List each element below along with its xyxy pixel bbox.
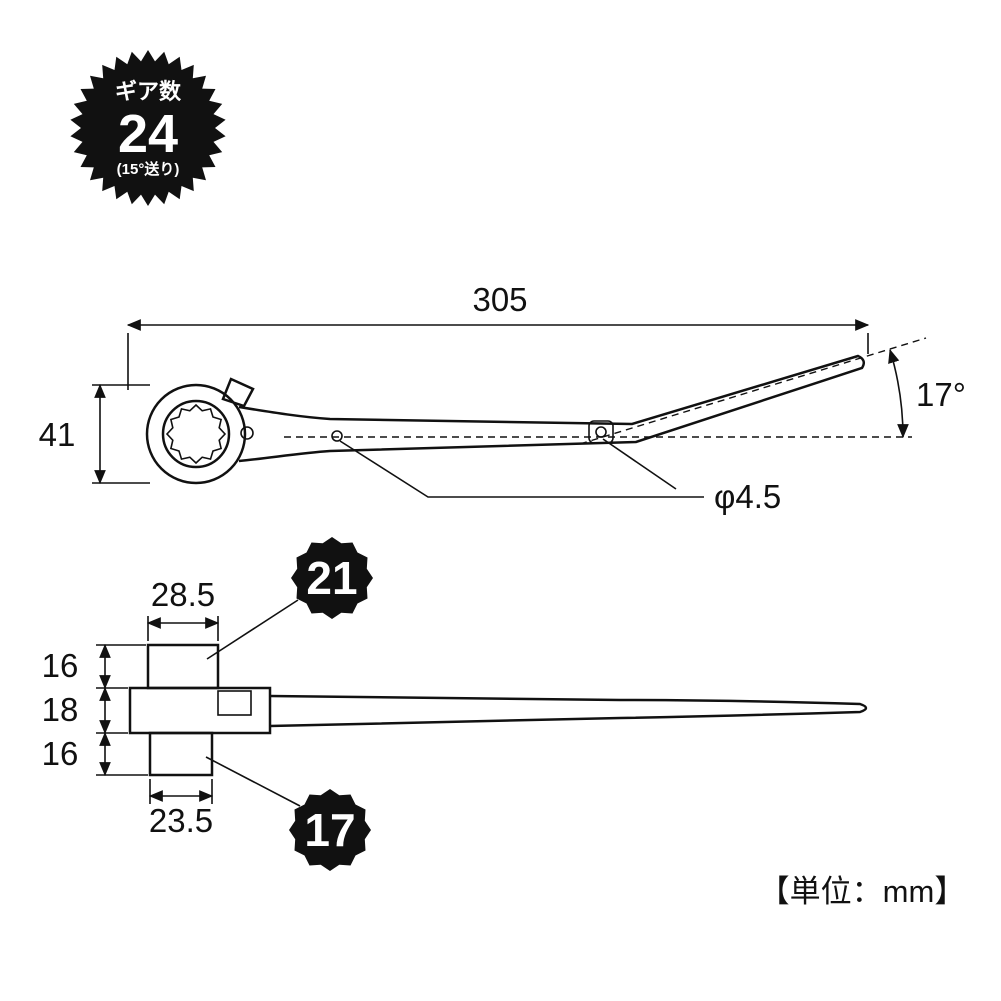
side-view: 17° 305 41 φ4.5 [39,281,966,515]
front-view: 28.5 23.5 16 18 16 21 [42,537,868,871]
dimension-height-stack: 16 18 16 [42,643,148,777]
top-socket [146,643,220,690]
angle-value: 17° [916,376,966,413]
middle-height-value: 18 [42,691,79,728]
top-socket-width-value: 28.5 [151,576,215,613]
dimension-height-41: 41 [39,383,150,485]
handle-outline-front [269,694,868,728]
centerline-angled [579,337,927,445]
dimension-length-305: 305 [126,281,870,390]
units-note: 【単位：mm】 [759,874,966,909]
handle-hole-2 [595,426,607,438]
leader-line [206,599,299,660]
leader-line [205,756,301,807]
top-socket-size-badge: 21 [206,537,373,660]
ratchet-housing [128,686,272,735]
top-height-value: 16 [42,647,79,684]
socket-12pt-profile [165,403,227,465]
gear-count-value: 24 [118,104,178,164]
height-value: 41 [39,416,76,453]
gear-badge-shape [291,537,373,619]
neck-pin-hole [240,426,254,440]
ring-head-inner [161,399,231,469]
bottom-height-value: 16 [42,735,79,772]
leader-line [602,438,677,490]
handle-outline [238,354,866,463]
top-socket-size-value: 21 [306,552,357,604]
length-value: 305 [472,281,527,318]
ring-head-outer [145,383,247,485]
gear-count-badge: ギア数 24 (15°送り) [70,50,226,206]
housing-detail [217,690,252,716]
handle-hole-2-seat [588,420,614,444]
dimension-bottom-socket-width: 23.5 [148,779,214,839]
starburst-badge-shape [70,50,226,206]
bottom-socket-size-badge: 17 [205,756,371,871]
hole-diameter-value: φ4.5 [714,478,781,515]
handle-hole-1 [331,430,343,442]
gear-badge-shape [289,789,371,871]
bottom-socket-size-value: 17 [304,804,355,856]
leader-line [339,440,704,498]
bottom-socket-width-value: 23.5 [149,802,213,839]
dimension-angle-17: 17° [888,348,966,439]
callout-hole-diameter: φ4.5 [339,438,781,515]
angle-arc [888,348,909,439]
bottom-socket [148,731,214,777]
gear-count-label: ギア数 [115,79,182,104]
dimension-top-socket-width: 28.5 [146,576,220,641]
pawl-lever [221,377,255,408]
gear-feed-note: (15°送り) [117,160,180,178]
